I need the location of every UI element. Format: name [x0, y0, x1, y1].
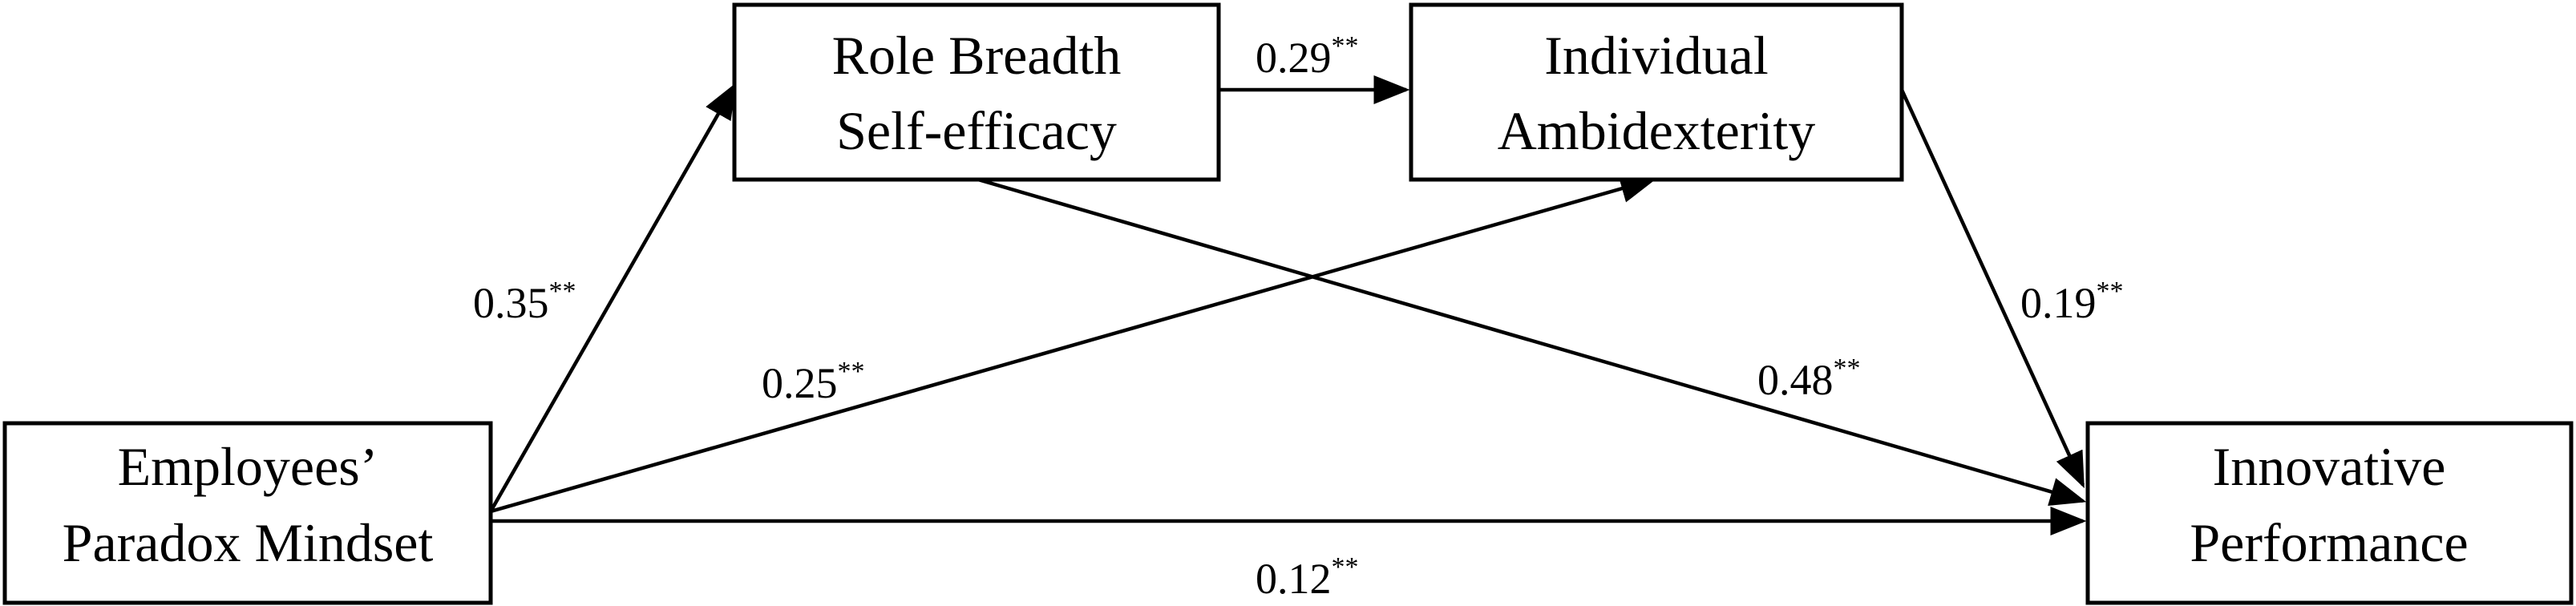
- node-ambidexterity: Individual Ambidexterity: [1409, 2, 1904, 182]
- arrow-paradox-to-role-breadth: [489, 83, 737, 513]
- coef-role-breadth-to-performance: 0.48**: [1757, 354, 1861, 404]
- coef-role-breadth-to-ambidexterity: 0.29**: [1256, 31, 1359, 82]
- node-paradox-mindset-line1: Employees’: [118, 436, 378, 497]
- arrow-role-breadth-to-performance: [977, 177, 2087, 506]
- node-innovative-performance-line1: Innovative: [2213, 436, 2446, 497]
- coef-paradox-to-ambidexterity: 0.25**: [762, 357, 865, 407]
- coef-paradox-to-role-breadth: 0.35**: [473, 277, 576, 327]
- node-paradox-mindset: Employees’ Paradox Mindset: [2, 421, 493, 605]
- arrow-ambidexterity-to-performance: [1899, 89, 2085, 489]
- node-innovative-performance: Innovative Performance: [2085, 421, 2574, 605]
- coef-paradox-to-performance: 0.12**: [1256, 552, 1359, 603]
- node-role-breadth-line1: Role Breadth: [832, 25, 1122, 86]
- node-paradox-mindset-line2: Paradox Mindset: [63, 512, 434, 573]
- coef-ambidexterity-to-performance: 0.19**: [2020, 277, 2124, 327]
- node-ambidexterity-line1: Individual: [1544, 25, 1769, 86]
- node-ambidexterity-line2: Ambidexterity: [1498, 100, 1816, 161]
- node-role-breadth: Role Breadth Self-efficacy: [732, 2, 1221, 182]
- arrow-paradox-to-ambidexterity: [490, 174, 1657, 514]
- node-innovative-performance-line2: Performance: [2190, 512, 2468, 573]
- node-role-breadth-line2: Self-efficacy: [836, 100, 1117, 161]
